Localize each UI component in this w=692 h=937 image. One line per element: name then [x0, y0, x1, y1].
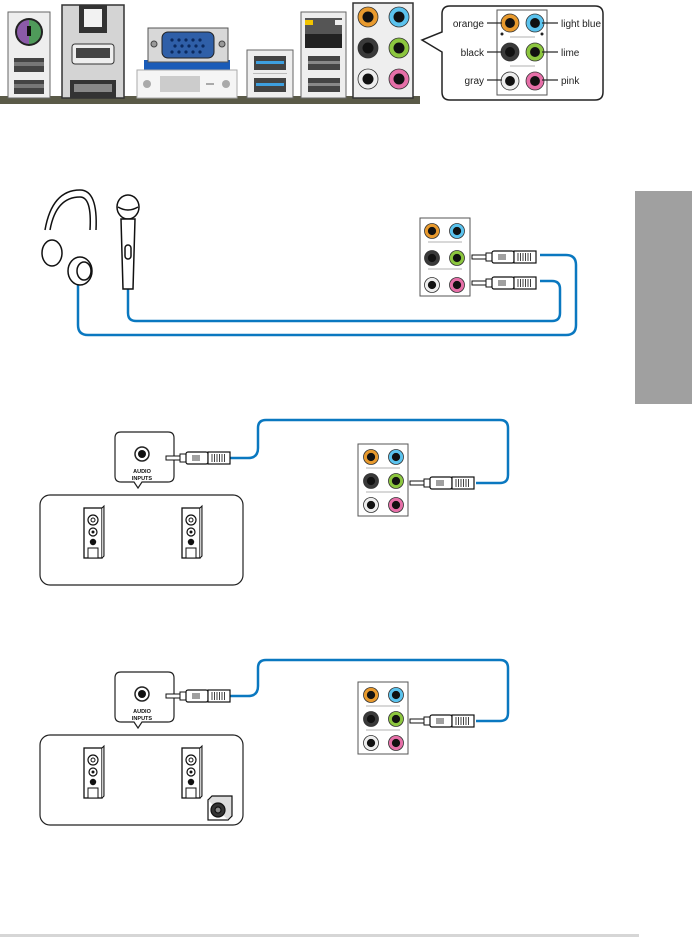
audio-plug-pink — [472, 277, 536, 289]
lan-port[interactable] — [305, 18, 342, 48]
audio-jack-gray — [364, 736, 379, 751]
displayport[interactable] — [70, 80, 116, 98]
subwoofer-icon — [208, 796, 232, 820]
legend-label-orange: orange — [453, 19, 485, 30]
audio-jack-lime — [389, 712, 404, 727]
audio-jack-black — [364, 712, 379, 727]
audio-inputs-label-2: INPUTS — [132, 716, 153, 722]
hdmi-port[interactable] — [72, 44, 114, 64]
ps2-usb-module — [8, 12, 50, 98]
audio-plug-lime — [472, 251, 536, 263]
usb2-port[interactable] — [308, 78, 340, 92]
usb3-port[interactable] — [254, 78, 286, 92]
2-1-speaker-diagram: AUDIO INPUTS — [30, 650, 520, 830]
audio-jack-gray — [358, 69, 378, 89]
left-speaker-icon — [84, 506, 104, 558]
headphone-icon — [42, 190, 96, 285]
audio-jack-gray — [364, 498, 379, 513]
lan-usb-module — [301, 12, 346, 98]
audio-jack-pink — [389, 69, 409, 89]
legend-label-black: black — [461, 48, 485, 59]
vga-port[interactable] — [148, 28, 228, 62]
legend-label-lime: lime — [561, 48, 580, 59]
audio-jack-lime — [526, 43, 544, 61]
audio-inputs-label-2: INPUTS — [132, 476, 153, 482]
audio-jack-orange — [364, 688, 379, 703]
audio-jack-lime — [389, 474, 404, 489]
audio-jack-orange — [501, 14, 519, 32]
usb3-module — [247, 50, 293, 98]
legend-label-gray: gray — [465, 76, 484, 87]
audio-jack-panel — [358, 682, 408, 754]
audio-jack-light-blue — [389, 450, 404, 465]
left-speaker-icon — [84, 746, 104, 798]
speaker-input-plug — [166, 690, 230, 702]
ps2-combo-port[interactable] — [15, 18, 43, 46]
right-speaker-icon — [182, 506, 202, 558]
audio-jack-pink — [389, 736, 404, 751]
audio-jack-orange — [364, 450, 379, 465]
microphone-icon — [117, 195, 139, 289]
audio-jack-gray — [501, 72, 519, 90]
legend-label-light-blue: light blue — [561, 19, 601, 30]
audio-jack-light-blue — [389, 688, 404, 703]
audio-jack-pink — [450, 278, 465, 293]
chapter-side-tab — [635, 191, 692, 404]
audio-jack-light-blue — [526, 14, 544, 32]
headphone-mic-diagram — [0, 185, 600, 345]
audio-jack-panel — [420, 218, 470, 296]
audio-jack-lime — [389, 38, 409, 58]
audio-jack-gray — [425, 278, 440, 293]
audio-jack-pink — [389, 498, 404, 513]
stereo-speaker-diagram: AUDIO INPUTS — [30, 410, 520, 590]
audio-jack-black — [358, 38, 378, 58]
audio-jack-orange — [425, 224, 440, 239]
usb3-port[interactable] — [254, 56, 286, 70]
audio-jack-panel — [358, 444, 408, 516]
right-speaker-icon — [182, 746, 202, 798]
audio-jack-cluster — [353, 3, 413, 98]
audio-inputs-label-1: AUDIO — [133, 469, 151, 475]
audio-jack-light-blue — [450, 224, 465, 239]
audio-jack-lime — [450, 251, 465, 266]
optical-spdif-port[interactable] — [79, 5, 107, 33]
video-module — [62, 5, 124, 98]
usb2-port[interactable] — [308, 56, 340, 70]
vga-dvi-module — [137, 28, 237, 98]
jack-color-legend: orange black gray light blue lime pink — [410, 0, 610, 105]
speaker-enclosure — [40, 495, 243, 585]
rear-io-panel — [0, 0, 420, 105]
speaker-input-plug — [166, 452, 230, 464]
dvi-port[interactable] — [137, 70, 237, 98]
audio-inputs-label-1: AUDIO — [133, 709, 151, 715]
audio-jack-black — [425, 251, 440, 266]
audio-jack-light-blue — [389, 7, 409, 27]
headphone-cable — [78, 255, 576, 335]
audio-jack-pink — [526, 72, 544, 90]
audio-jack-black — [364, 474, 379, 489]
audio-jack-orange — [358, 7, 378, 27]
audio-jack-black — [501, 43, 519, 61]
audio-plug-lime — [410, 477, 474, 489]
legend-label-pink: pink — [561, 76, 580, 87]
audio-plug-lime — [410, 715, 474, 727]
